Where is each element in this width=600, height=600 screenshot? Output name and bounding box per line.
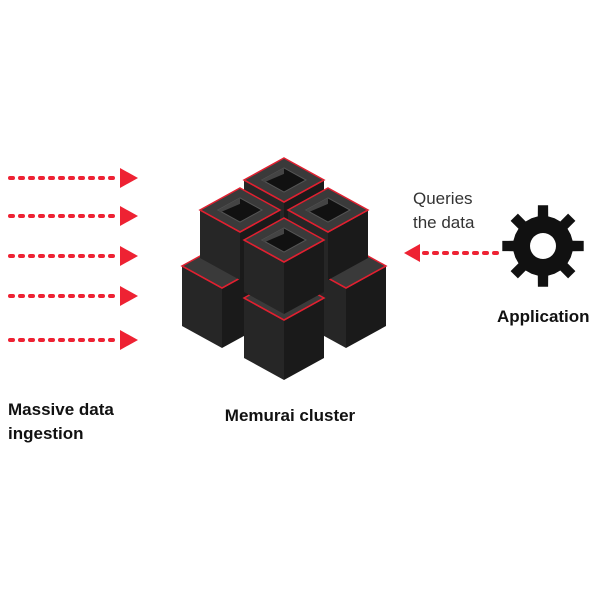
queries-label-line2: the data — [413, 213, 475, 232]
ingestion-arrow — [8, 330, 138, 350]
ingestion-arrow — [8, 206, 138, 226]
queries-label: Queries the data — [413, 187, 523, 235]
ingestion-arrow — [8, 286, 138, 306]
application-label: Application — [497, 307, 590, 326]
cluster-label: Memurai cluster — [224, 406, 356, 425]
server-cluster-icon — [180, 157, 388, 380]
ingestion-arrow — [8, 246, 138, 266]
gear-icon — [502, 205, 584, 287]
ingestion-label-line1: Massive data — [8, 400, 114, 419]
ingestion-arrows — [8, 168, 138, 350]
query-arrow — [404, 244, 499, 262]
queries-label-line1: Queries — [413, 189, 473, 208]
ingestion-label: Massive data ingestion — [8, 398, 168, 446]
ingestion-arrow — [8, 168, 138, 188]
cluster-cube-top-front — [242, 217, 326, 314]
ingestion-label-line2: ingestion — [8, 424, 84, 443]
